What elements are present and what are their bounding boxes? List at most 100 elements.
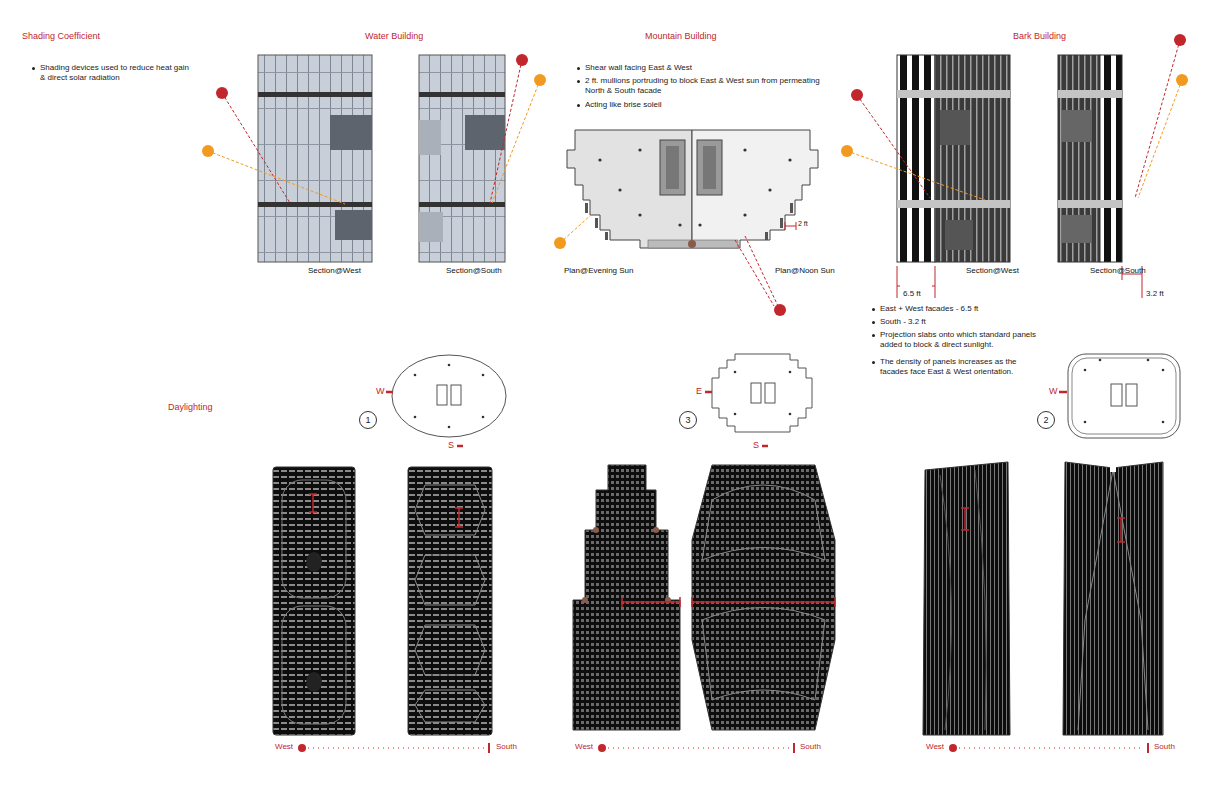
bark-plan (1068, 354, 1180, 438)
mountain-plan (666, 146, 679, 189)
callout-number: 3 (680, 416, 696, 425)
mullion-fin (605, 232, 608, 240)
bark-section-west (897, 55, 1010, 262)
bark-plan (1162, 369, 1165, 372)
mountain-plan (751, 383, 761, 403)
mountain-plan (697, 140, 722, 195)
orientation-axis (598, 744, 606, 752)
dimension-label: 6.5 ft (903, 289, 921, 299)
dimension-line (785, 222, 786, 230)
mountain-elevation-south (692, 465, 835, 730)
section-marker (705, 391, 712, 394)
bark-plan (1147, 359, 1150, 362)
water-plan (392, 355, 506, 437)
orientation-axis (793, 743, 795, 753)
sun-leader (560, 214, 592, 243)
sun-leader (745, 236, 778, 306)
water-elevation-south (408, 467, 492, 735)
callout-number: 1 (360, 416, 376, 425)
daylight-marker (455, 526, 463, 528)
orientation-label: W (376, 386, 385, 397)
bark-section-west (935, 55, 1010, 262)
view-label: Section@South (446, 266, 502, 276)
bark-section-west (897, 90, 1010, 98)
mullion-fin (765, 232, 768, 240)
view-label: Plan@Evening Sun (564, 266, 634, 276)
mountain-plan (567, 130, 692, 248)
bark-elevation-west (923, 462, 1010, 735)
water-section-south (419, 92, 505, 97)
water-elevation-west (273, 467, 355, 735)
sun-dot (202, 145, 214, 157)
water-elevation-west (282, 606, 346, 724)
orientation-axis (959, 747, 1144, 748)
mountain-plan (712, 354, 812, 432)
view-label: Section@West (966, 266, 1019, 276)
daylight-marker (1117, 541, 1125, 543)
bark-section-west (897, 55, 935, 262)
axis-label: West (575, 742, 593, 752)
dimension-line (935, 266, 936, 298)
mountain-plan (743, 148, 746, 151)
daylight-marker (961, 529, 969, 531)
daylight-marker (964, 508, 966, 530)
sun-dot (841, 34, 1188, 157)
plan-number-circle: 3 (679, 411, 697, 429)
callout-number: 2 (1038, 416, 1054, 425)
note-text: Shear wall facing East & West (585, 63, 825, 73)
mountain-plan (567, 130, 818, 248)
mountain-plan (638, 213, 641, 216)
bark-section-west (945, 220, 973, 250)
bullet-dot (32, 67, 35, 70)
sun-leader (847, 151, 985, 200)
water-elevation-south (415, 690, 485, 722)
note-text: 2 ft. mullions portruding to block East … (585, 76, 825, 96)
bark-plan (1126, 384, 1137, 406)
mountain-elevation-west (582, 597, 588, 603)
mountain-elevation-west (653, 527, 659, 533)
mountain-plan (734, 413, 737, 416)
bark-plan (1068, 354, 1180, 438)
water-plan (482, 374, 485, 377)
daylight-marker (455, 507, 463, 509)
sun-dot (1176, 74, 1188, 86)
sun-dot (554, 237, 566, 249)
mountain-plan (703, 146, 716, 189)
section-heading: Daylighting (168, 402, 213, 413)
bullet-dot (872, 308, 875, 311)
water-elevation-south (415, 555, 485, 605)
bark-plan (1162, 421, 1165, 424)
daylight-marker (309, 494, 1125, 607)
bark-section-south (1058, 200, 1122, 208)
water-section-west (258, 55, 372, 262)
bark-plan (1084, 369, 1087, 372)
mountain-elevation-south (702, 608, 825, 701)
sun-leader (222, 93, 290, 203)
note-text: Projection slabs onto which standard pan… (880, 330, 1040, 350)
sun-leader (847, 40, 1182, 200)
water-plan (437, 385, 447, 405)
section-marker (457, 445, 463, 448)
sun-leader (208, 151, 345, 204)
mountain-plan (618, 188, 621, 191)
bark-plan (1072, 358, 1176, 434)
orientation-label: E (696, 386, 702, 397)
daylight-marker (834, 597, 836, 607)
bark-section-south (1058, 90, 1122, 98)
daylight-marker (312, 494, 314, 512)
mountain-elevation-west (593, 527, 599, 533)
sun-leader (1138, 80, 1182, 198)
axis-label: West (926, 742, 944, 752)
bark-section-south (1100, 55, 1122, 262)
section-marker (386, 391, 393, 394)
orientation-label: S (448, 440, 454, 451)
plan-number-circle: 1 (359, 411, 377, 429)
bark-plan (1099, 359, 1102, 362)
orientation-axis (298, 743, 1148, 753)
dimension-line (897, 286, 900, 287)
mountain-plan (788, 158, 791, 161)
mountain-plan (698, 223, 701, 226)
mountain-plan (789, 371, 792, 374)
view-label: Section@West (308, 266, 361, 276)
mullion-fin (780, 218, 783, 228)
